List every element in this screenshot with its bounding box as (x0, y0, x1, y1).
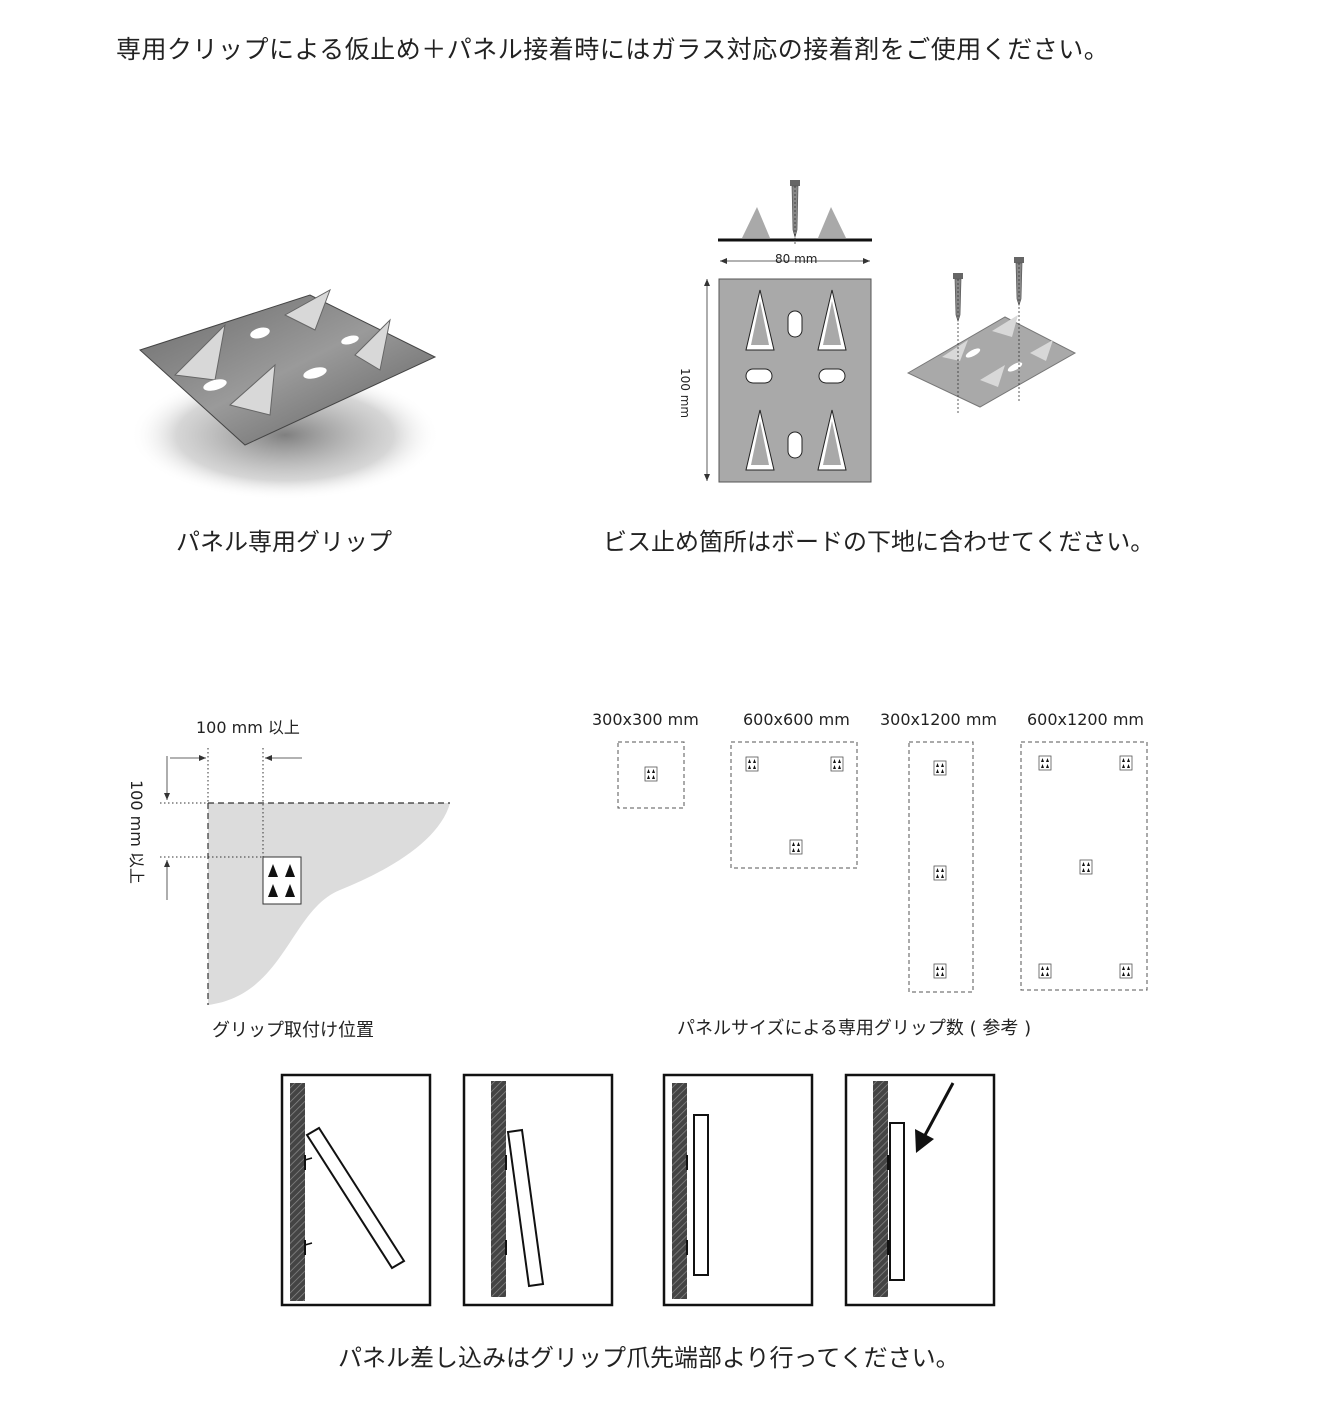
grip-slot (203, 379, 227, 391)
grip-slot (303, 367, 327, 379)
grip-claw (354, 318, 391, 371)
side-profile-claw (818, 207, 846, 238)
grip-marker-icon (1119, 755, 1133, 771)
panel-outline-600x600 (730, 741, 858, 869)
insertion-caption: パネル差し込みはグリップ爪先端部より行ってください。 (338, 1344, 960, 1372)
panel-outline-300x300 (617, 741, 685, 809)
grip-marker-icon (933, 760, 947, 776)
panel-board (889, 1122, 905, 1281)
grip-marker-icon (933, 963, 947, 979)
grip-position-diagram (160, 748, 450, 1005)
panel-size-label: 600x600 mm (743, 710, 850, 729)
insertion-step-4 (844, 1073, 996, 1307)
screw-caption: ビス止め箇所はボードの下地に合わせてください。 (603, 528, 1155, 556)
grip-caption: パネル専用グリップ (176, 528, 392, 556)
panel-size-label: 300x300 mm (592, 710, 699, 729)
wall-hatch (290, 1083, 305, 1301)
panel-size-grip-diagram (617, 741, 1148, 993)
plate-slot (745, 368, 773, 384)
height-label: 100 mm (678, 368, 692, 419)
vertical-distance-label: 100 mm 以上 (127, 780, 146, 884)
plate-slot (787, 431, 803, 459)
grip-marker-icon (1079, 859, 1093, 875)
grip-count-caption: パネルサイズによる専用グリップ数 ( 参考 ) (677, 1018, 1032, 1039)
grip-claw (173, 323, 226, 381)
width-label: 80 mm (775, 252, 818, 266)
wall-hatch (672, 1083, 687, 1299)
position-caption: グリップ取付け位置 (212, 1020, 374, 1041)
panel-board (506, 1128, 545, 1288)
screw-technical-drawing (704, 180, 1077, 483)
grip-slot (250, 327, 270, 339)
grip-marker-icon (1119, 963, 1133, 979)
insertion-step-2 (462, 1073, 614, 1307)
panel-size-label: 300x1200 mm (880, 710, 997, 729)
insertion-step-3 (662, 1073, 814, 1307)
grip-marker-icon (789, 839, 803, 855)
panel-board (693, 1114, 709, 1276)
side-profile-claw (742, 207, 770, 238)
insertion-steps-diagram (280, 1073, 996, 1307)
plate-slot (818, 368, 846, 384)
panel-corner-area (208, 803, 450, 1005)
panel-board (305, 1126, 406, 1270)
page-title: 専用クリップによる仮止め＋パネル接着時にはガラス対応の接着剤をご使用ください。 (116, 35, 1110, 64)
panel-outline-300x1200 (908, 741, 974, 993)
plate-slot (787, 310, 803, 338)
grip-marker-icon (644, 766, 658, 782)
grip-marker-icon (830, 756, 844, 772)
panel-size-label: 600x1200 mm (1027, 710, 1144, 729)
grip-claw (228, 363, 276, 416)
grip-marker-icon (1038, 963, 1052, 979)
screw-icon (790, 180, 800, 245)
grip-marker-icon (933, 865, 947, 881)
push-arrow-icon (922, 1082, 955, 1138)
grip-photo-illustration (130, 288, 440, 500)
grip-plate-perspective (906, 316, 1077, 408)
wall-hatch (873, 1081, 888, 1297)
grip-marker-icon (1038, 755, 1052, 771)
grip-marker-icon (262, 856, 302, 905)
insertion-step-1 (280, 1073, 432, 1307)
panel-outline-600x1200 (1020, 741, 1148, 991)
screw-icon (953, 273, 963, 413)
grip-slot (341, 335, 359, 345)
grip-marker-icon (745, 756, 759, 772)
wall-hatch (491, 1081, 506, 1297)
grip-plate (139, 294, 437, 446)
horizontal-distance-label: 100 mm 以上 (196, 718, 300, 737)
screw-icon (1014, 257, 1024, 403)
grip-claw (283, 288, 331, 331)
